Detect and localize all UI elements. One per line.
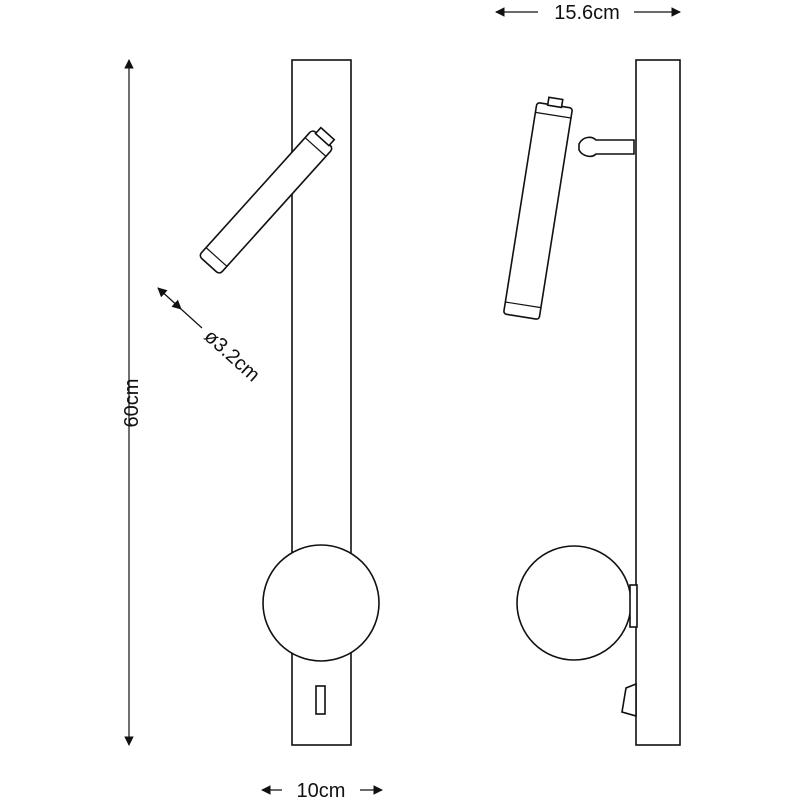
- front-globe-light: [262, 544, 380, 662]
- side-globe-light: [516, 545, 632, 661]
- depth-label: 15.6cm: [554, 2, 620, 24]
- side-globe-mount: [629, 584, 638, 628]
- front-spotlight: [199, 126, 336, 274]
- diameter-label: ø3.2cm: [200, 325, 264, 386]
- depth-dimension: 15.6cm: [495, 2, 681, 24]
- side-backplate: [635, 59, 681, 746]
- width-dimension: 10cm: [261, 780, 383, 800]
- side-arm-joint: [578, 136, 635, 158]
- side-view: [503, 59, 681, 746]
- height-dimension: 60cm: [121, 59, 143, 746]
- width-label: 10cm: [297, 780, 346, 800]
- diameter-dimension: ø3.2cm: [157, 287, 264, 386]
- side-spotlight: [503, 96, 573, 320]
- height-label: 60cm: [121, 379, 143, 428]
- side-switch: [621, 682, 637, 718]
- front-switch: [315, 685, 326, 715]
- front-view: [199, 59, 380, 746]
